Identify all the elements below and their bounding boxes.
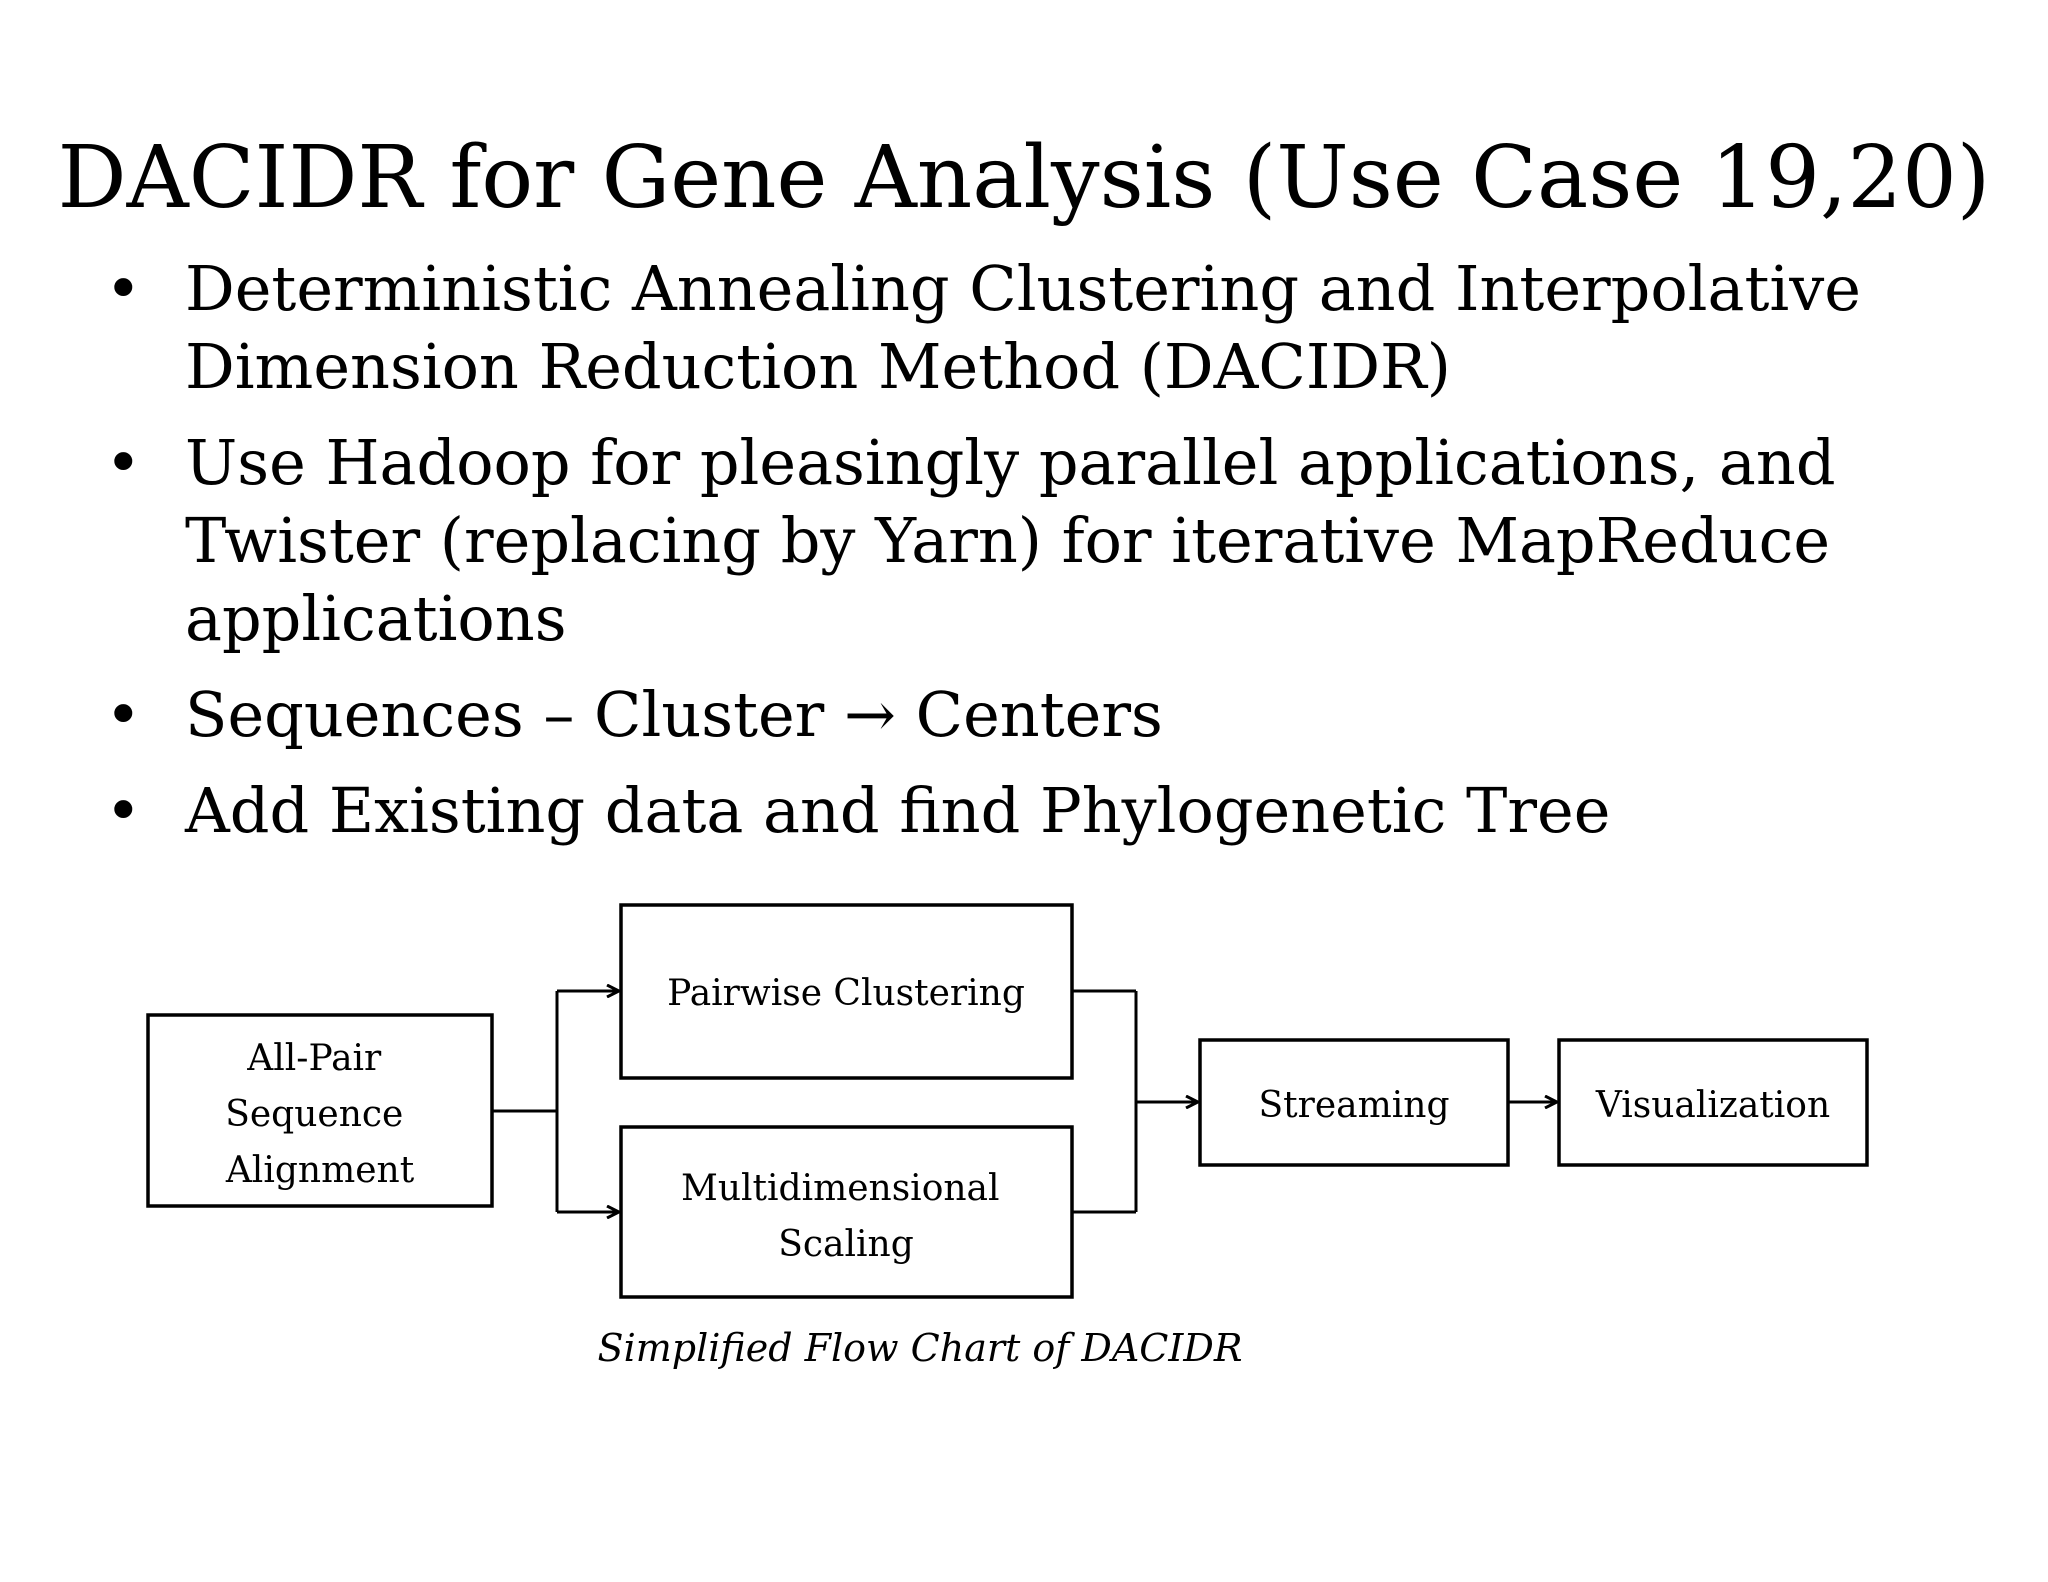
node-clustering-box — [619, 903, 1074, 1080]
bullet-list: • Deterministic Annealing Clustering and… — [105, 250, 1965, 868]
bullet-item: • Sequences – Cluster → Centers — [105, 676, 1965, 754]
node-visualization-label: Visualization — [1595, 1085, 1830, 1126]
node-visualization-box — [1557, 1038, 1869, 1167]
slide-title: DACIDR for Gene Analysis (Use Case 19,20… — [57, 128, 1991, 228]
node-clustering-label: Pairwise Clustering — [667, 973, 1025, 1014]
bullet-text: Sequences – Cluster → Centers — [185, 678, 1163, 751]
bullet-item: • Deterministic Annealing Clustering and… — [105, 250, 1965, 406]
bullet-item: • Add Existing data and find Phylogeneti… — [105, 772, 1965, 850]
node-streaming-label: Streaming — [1259, 1085, 1450, 1126]
node-alignment-box — [146, 1013, 494, 1208]
node-alignment-label: All-Pair Sequence Alignment — [225, 1038, 415, 1191]
bullet-text: Use Hadoop for pleasingly parallel appli… — [185, 426, 1836, 655]
flowchart-caption: Simplified Flow Chart of DACIDR — [597, 1326, 1243, 1370]
bullet-item: • Use Hadoop for pleasingly parallel app… — [105, 424, 1965, 658]
node-scaling-box — [619, 1125, 1074, 1299]
node-scaling-label: Multidimensional Scaling — [681, 1168, 1011, 1265]
bullet-text: Add Existing data and find Phylogenetic … — [185, 774, 1611, 847]
bullet-text: Deterministic Annealing Clustering and I… — [185, 252, 1861, 403]
node-streaming-box — [1198, 1038, 1510, 1167]
